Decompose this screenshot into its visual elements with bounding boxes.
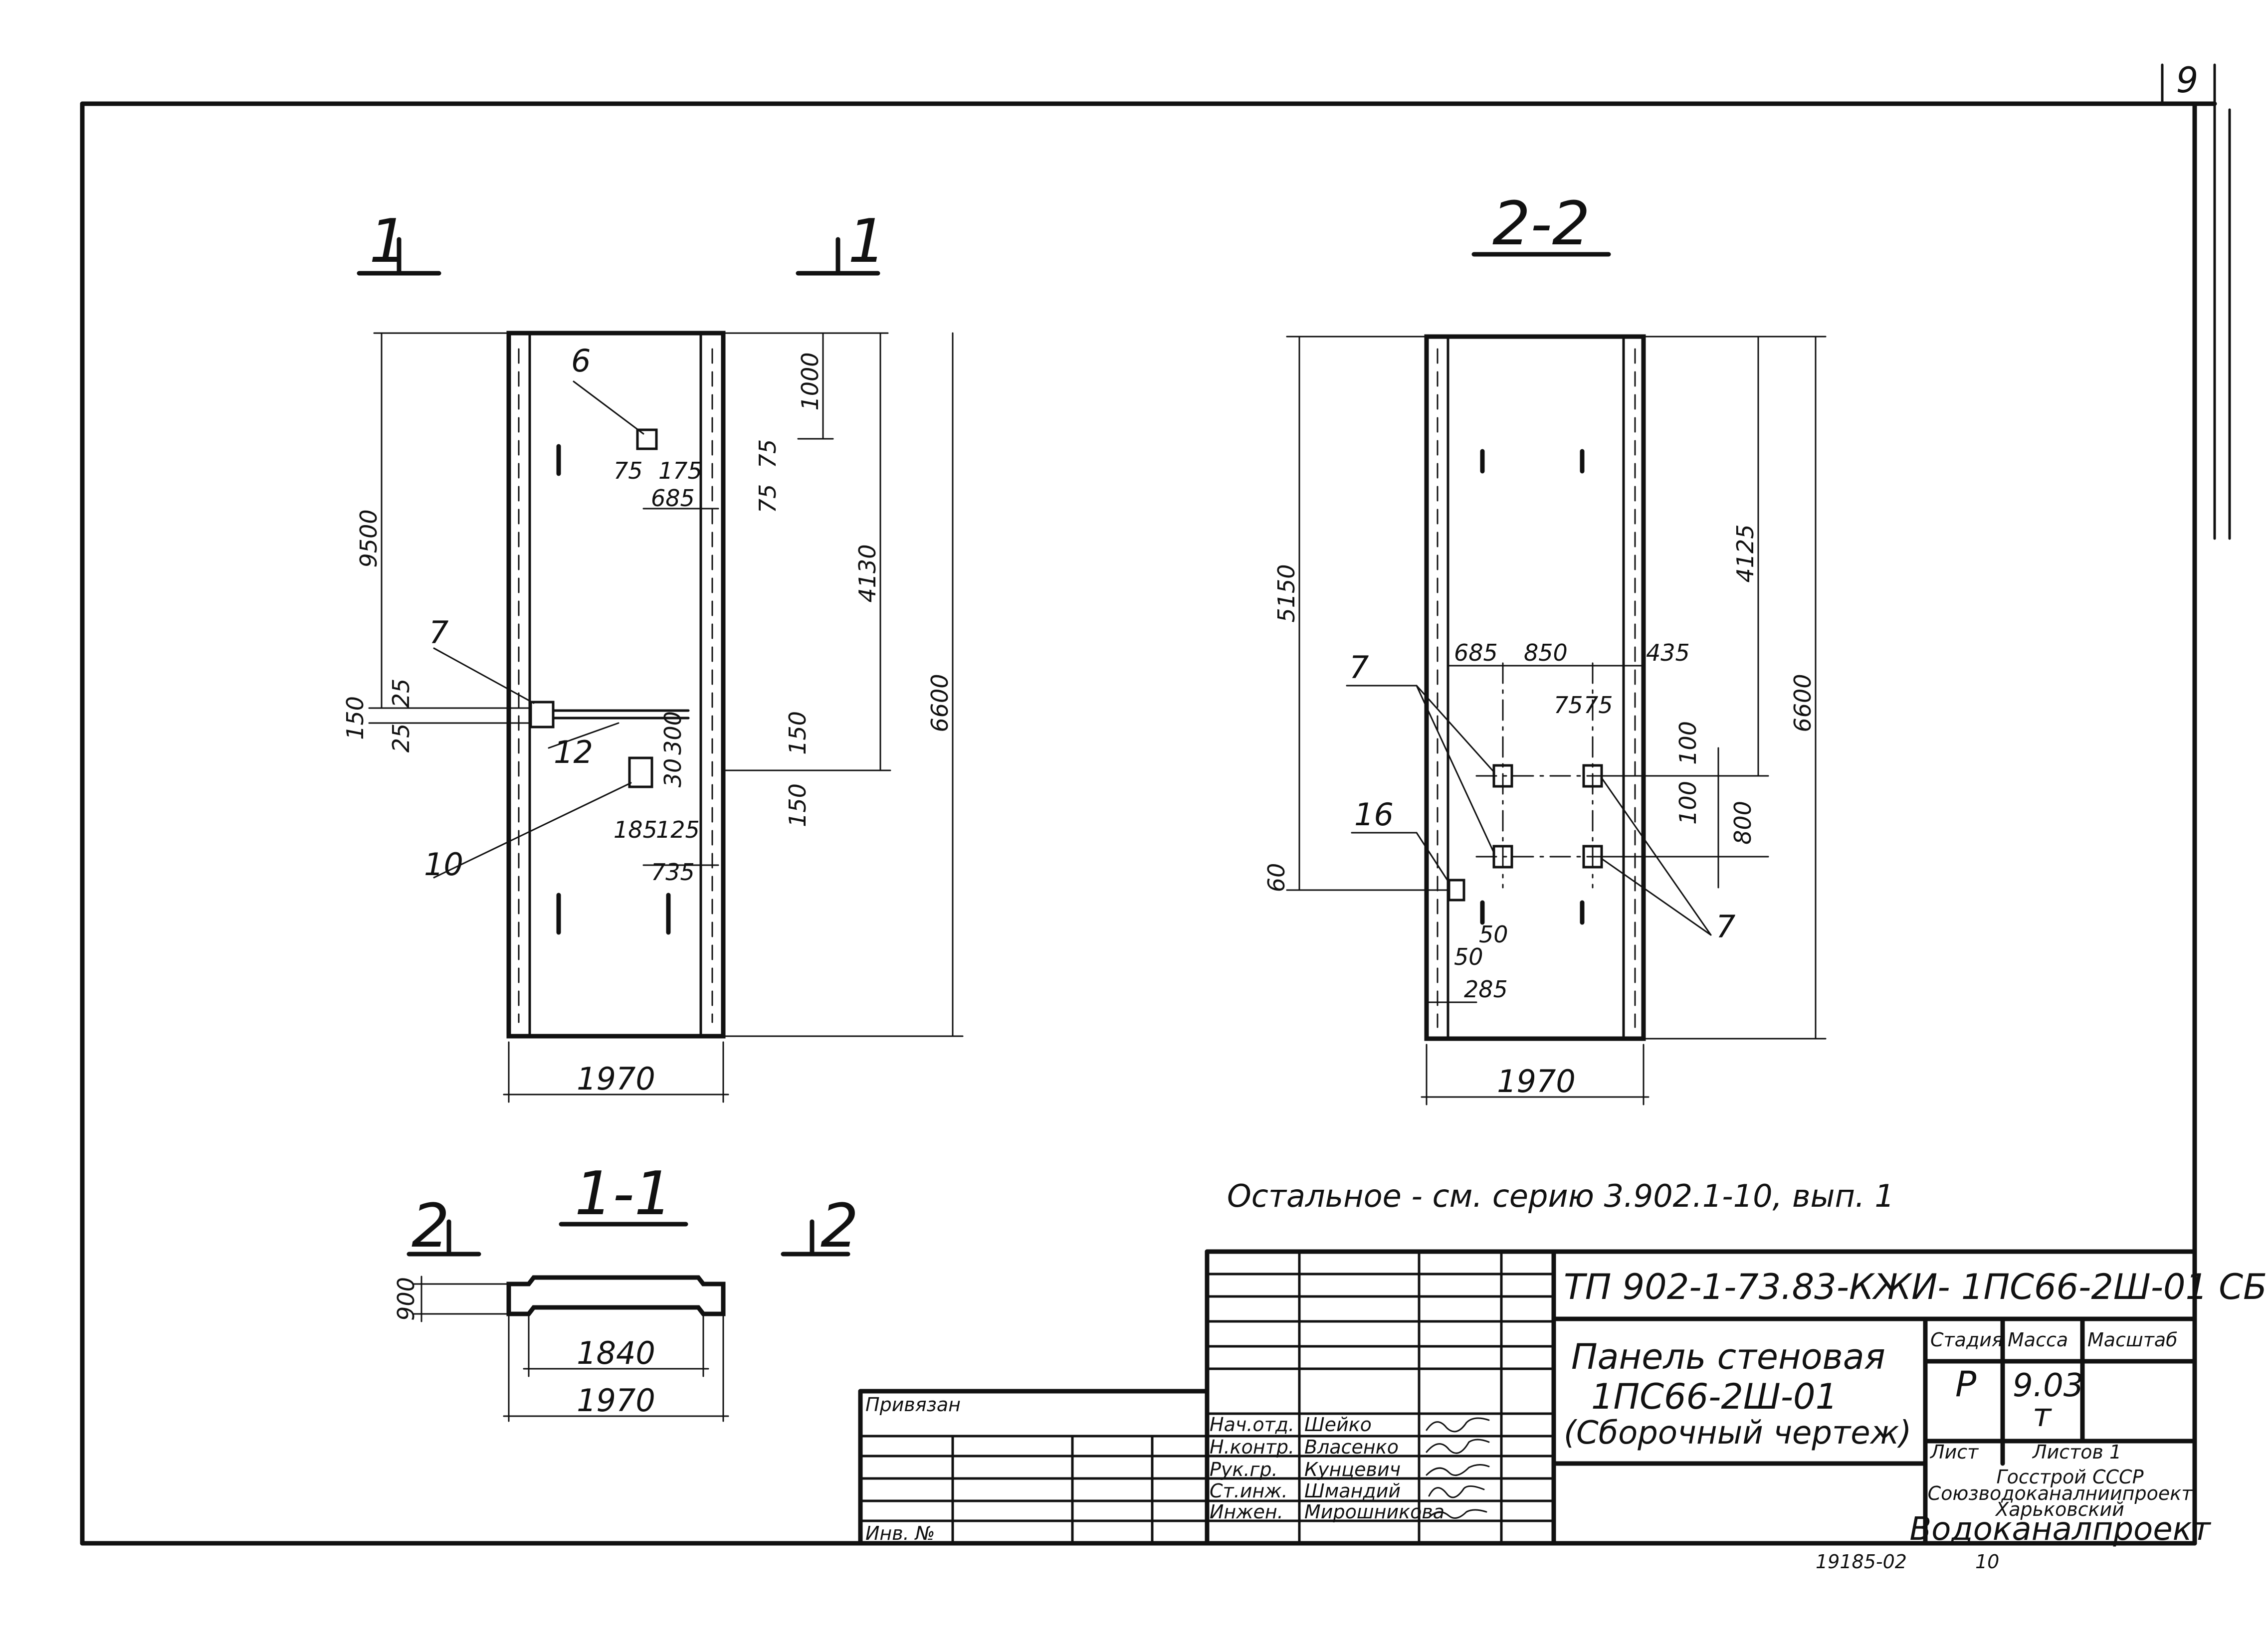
sheet-frame	[80, 63, 2231, 1546]
position-mark-16: 16	[1354, 796, 1394, 833]
position-mark-12: 12	[554, 734, 593, 770]
dim-735: 735	[651, 859, 695, 886]
position-mark-6: 6	[571, 343, 591, 379]
org-soyuz: Союзводоканалниипроект	[1928, 1482, 2194, 1504]
document-code: ТП 902-1-73.83-КЖИ- 1ПС66-2Ш-01 СБ	[1564, 1267, 2267, 1307]
signer-name-4: Шмандий	[1304, 1480, 1401, 1502]
signer-role-4: Ст.инж.	[1210, 1480, 1288, 1502]
signer-role-3: Рук.гр.	[1210, 1459, 1278, 1480]
dim-175: 175	[658, 457, 702, 484]
sheet-label: Лист	[1929, 1441, 1979, 1463]
dim-6600-section: 6600	[1789, 674, 1816, 732]
dim-50-b: 50	[1454, 943, 1483, 970]
scale-header: Масштаб	[2087, 1329, 2178, 1351]
dim-125: 125	[656, 816, 700, 843]
section-mark-2-right: 2	[821, 1192, 858, 1261]
dim-75-c: 75	[614, 457, 643, 484]
position-mark-7-section-right: 7	[1716, 909, 1735, 945]
dim-25-b: 25	[388, 724, 414, 753]
section-outline	[1424, 334, 1646, 1041]
dim-4130: 4130	[854, 544, 881, 602]
org-kharkov: Харьковский	[1995, 1498, 2124, 1520]
signer-name-1: Шейко	[1304, 1414, 1372, 1436]
view-section-2-2	[1286, 252, 1827, 1105]
view-main-elevation	[357, 237, 964, 1103]
dim-1000: 1000	[797, 352, 824, 410]
dim-60: 60	[1263, 863, 1290, 893]
dim-150-left: 150	[342, 696, 369, 740]
panel-name-line2: 1ПС66-2Ш-01	[1591, 1376, 1838, 1417]
dim-6600: 6600	[926, 674, 953, 732]
panel-outline	[506, 331, 726, 1039]
view-section-1-1	[407, 1219, 850, 1422]
dim-25-a: 25	[388, 679, 414, 708]
dim-800: 800	[1729, 801, 1756, 845]
section-title-1-1: 1-1	[575, 1159, 672, 1229]
signer-role-1: Нач.отд.	[1210, 1414, 1294, 1436]
signer-name-2: Власенко	[1304, 1436, 1399, 1458]
section-mark-1-left: 1	[369, 207, 407, 276]
dim-850: 850	[1524, 639, 1568, 666]
dim-100-b: 100	[1674, 781, 1701, 825]
dim-9500: 9500	[355, 509, 382, 567]
sheet-number: 9	[2176, 60, 2199, 101]
stage-header: Стадия	[1930, 1329, 2003, 1351]
panel-name-line3: (Сборочный чертеж)	[1564, 1415, 1911, 1452]
sheets-label: Листов 1	[2032, 1441, 2121, 1463]
archive-sheet: 10	[1975, 1551, 1999, 1573]
dim-100-a: 100	[1674, 721, 1701, 765]
dim-150-right-a: 150	[784, 711, 811, 755]
archive-number: 19185-02	[1816, 1551, 1907, 1573]
section-title-2-2: 2-2	[1492, 189, 1590, 259]
dim-75-section-b: 75	[1584, 692, 1613, 719]
mass-header: Масса	[2008, 1329, 2068, 1351]
embedded-part-10	[628, 756, 653, 788]
signer-name-5: Мирошникова	[1304, 1501, 1444, 1523]
org-vodokanal: Водоканалпроект	[1909, 1511, 2211, 1548]
bound-label: Привязан	[865, 1394, 961, 1416]
dim-75-a: 75	[754, 439, 781, 469]
dim-185: 185	[614, 816, 657, 843]
dim-1970-bottom: 1970	[577, 1382, 655, 1419]
mass-unit: т	[2033, 1397, 2052, 1434]
position-mark-10: 10	[424, 846, 463, 883]
section-mark-1-right: 1	[848, 207, 886, 276]
signer-role-5: Инжен.	[1210, 1501, 1283, 1523]
dim-1970-main: 1970	[577, 1061, 655, 1097]
dim-50-a: 50	[1479, 921, 1508, 948]
dim-75-b: 75	[754, 484, 781, 514]
position-mark-7: 7	[429, 614, 448, 651]
embedded-part-7	[529, 701, 555, 729]
dim-150-right-b: 150	[784, 783, 811, 827]
dim-75-section-a: 75	[1554, 692, 1583, 719]
mass-value: 9.03	[2013, 1367, 2084, 1404]
panel-name-line1: Панель стеновая	[1571, 1336, 1885, 1377]
dim-900: 900	[393, 1277, 419, 1321]
dim-685-section: 685	[1454, 639, 1498, 666]
position-mark-7-section-left: 7	[1349, 649, 1369, 686]
inventory-label: Инв. №	[865, 1522, 935, 1544]
section-1-1-profile	[506, 1275, 726, 1316]
dim-30: 30	[659, 758, 686, 788]
dim-285: 285	[1464, 976, 1508, 1003]
dim-435: 435	[1646, 639, 1690, 666]
dim-685: 685	[651, 485, 695, 512]
embedded-part-6	[636, 428, 658, 450]
signer-role-2: Н.контр.	[1210, 1436, 1294, 1458]
section-mark-2-left: 2	[412, 1192, 449, 1261]
signer-name-3: Кунцевич	[1304, 1459, 1401, 1480]
dim-300: 300	[659, 711, 686, 755]
embedded-part-16	[1447, 879, 1465, 902]
dim-1840: 1840	[577, 1335, 655, 1371]
dim-4125: 4125	[1732, 524, 1759, 582]
title-block	[858, 1249, 2197, 1546]
dim-5150: 5150	[1273, 564, 1300, 622]
dim-1970-section: 1970	[1497, 1063, 1576, 1099]
org-gosstroy: Госстрой СССР	[1996, 1466, 2143, 1488]
stage-value: Р	[1955, 1364, 1977, 1405]
signatures	[1426, 1417, 1490, 1519]
general-note: Остальное - см. серию 3.902.1-10, вып. 1	[1227, 1178, 1894, 1214]
